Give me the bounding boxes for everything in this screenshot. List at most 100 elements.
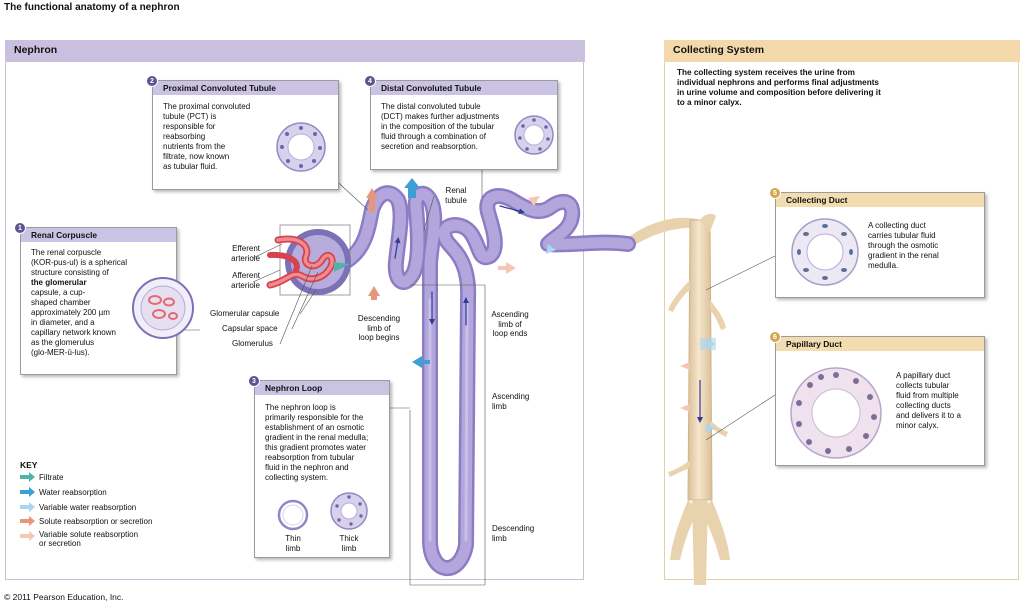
key-label: Filtrate: [39, 472, 64, 482]
renal-corpuscle-box: Renal Corpuscle The renal corpuscle (KOR…: [14, 222, 194, 375]
solute-arrow-icon: [20, 516, 35, 526]
text-line: gradient in the renal: [868, 251, 939, 260]
ascending-limb-ends-label: Ascending limb of loop ends: [486, 310, 534, 339]
thin-limb-label: Thin limb: [277, 534, 309, 553]
papillary-duct-box: Papillary Duct A papillary duct collects…: [769, 331, 985, 466]
nephron-loop-title: Nephron Loop: [255, 381, 389, 395]
collecting-duct-title: Collecting Duct: [776, 193, 984, 207]
key-label: Variable water reabsorption: [39, 502, 137, 512]
text-line: (glo-MER-ū-lus).: [31, 348, 90, 357]
nephron-tubule-shape: [337, 185, 636, 576]
collecting-duct-box: Collecting Duct A collecting duct carrie…: [769, 187, 985, 298]
text-line: The proximal convoluted: [163, 102, 251, 111]
dct-text: The distal convoluted tubule (DCT) makes…: [381, 102, 516, 152]
key-item-variable-water: Variable water reabsorption: [20, 501, 136, 513]
label-line: limb: [285, 543, 301, 553]
text-line: medulla.: [868, 261, 899, 270]
text-line: reabsorbing: [163, 132, 206, 141]
text-line: through the osmotic: [868, 241, 939, 250]
key-item-variable-solute: Variable solute reabsorption or secretio…: [20, 530, 138, 550]
text-line: capsule, a cup-: [31, 288, 86, 297]
label-line: loop ends: [492, 329, 528, 338]
label-line: limb: [341, 543, 357, 553]
label-line: Descending: [357, 314, 401, 323]
text-line: in diameter, and a: [31, 318, 95, 327]
collecting-duct-shape: [625, 213, 730, 585]
capsular-space-label: Capsular space: [222, 324, 278, 333]
text-line: reabsorption from tubular: [265, 453, 355, 462]
text-line: The distal convoluted tubule: [381, 102, 481, 111]
pct-title: Proximal Convoluted Tubule: [153, 81, 338, 95]
collecting-duct-text: A collecting duct carries tubular fluid …: [868, 221, 980, 271]
step-badge-3: 3: [248, 375, 260, 387]
text-line: A collecting duct: [868, 221, 926, 230]
key-label-line: Variable solute reabsorption: [39, 530, 139, 539]
text-line: carries tubular fluid: [868, 231, 936, 240]
thick-limb-ring-icon: [330, 492, 368, 530]
efferent-arteriole-label: Efferent arteriole: [216, 244, 260, 263]
nephron-region-title: Nephron: [5, 40, 585, 62]
step-badge-1: 1: [14, 222, 26, 234]
label-line: limb: [492, 401, 507, 411]
label-line: Thin: [285, 534, 301, 543]
step-badge-6: 6: [769, 331, 781, 343]
text-line: fluid from multiple: [896, 391, 959, 400]
key-label-line: or secretion: [39, 539, 81, 548]
variable-solute-arrow-icon: [20, 531, 35, 541]
water-arrow-icon: [20, 487, 35, 497]
key-title: KEY: [20, 460, 38, 470]
label-line: arteriole: [231, 253, 260, 263]
filtrate-arrow-icon: [20, 472, 35, 482]
text-line: primarily responsible for the: [265, 413, 364, 422]
label-line: Efferent: [232, 244, 260, 253]
label-line: Afferent: [232, 271, 260, 280]
text-line: collecting ducts: [896, 401, 951, 410]
papillary-duct-text: A papillary duct collects tubular fluid …: [896, 371, 984, 431]
page-title: The functional anatomy of a nephron: [4, 2, 180, 13]
text-line: minor calyx.: [896, 421, 939, 430]
thick-limb-label: Thick limb: [331, 534, 367, 553]
step-badge-2: 2: [146, 75, 158, 87]
collecting-system-region: Collecting System The collecting system …: [664, 40, 1020, 580]
label-line: Ascending: [491, 310, 529, 319]
step-badge-4: 4: [364, 75, 376, 87]
key-label: Solute reabsorption or secretion: [39, 516, 153, 526]
text-line: (DCT) makes further adjustments: [381, 112, 500, 121]
text-line: gradient in the renal medulla;: [265, 433, 369, 442]
pct-cell-ring-icon: [276, 122, 326, 172]
dct-box: Distal Convoluted Tubule The distal conv…: [364, 75, 558, 170]
renal-corpuscle-shape: [266, 224, 351, 296]
variable-water-arrow-icon: [20, 502, 35, 512]
nephron-loop-text: The nephron loop is primarily responsibl…: [265, 403, 389, 483]
text-line: secretion and reabsorption.: [381, 142, 478, 151]
renal-corpuscle-title: Renal Corpuscle: [21, 228, 176, 242]
label-line: tubule: [445, 195, 467, 205]
label-line: limb: [492, 533, 507, 543]
text-line: this gradient promotes water: [265, 443, 366, 452]
label-line: limb of: [498, 319, 522, 329]
dct-title: Distal Convoluted Tubule: [371, 81, 557, 95]
text-line: collects tubular: [896, 381, 950, 390]
ascending-limb-label: Ascending limb: [492, 392, 529, 411]
renal-tubule-label: Renal tubule: [438, 186, 474, 205]
text-line: The nephron loop is: [265, 403, 336, 412]
text-line: filtrate, now known: [163, 152, 230, 161]
text-line: approximately 200 µm: [31, 308, 110, 317]
collecting-system-title: Collecting System: [664, 40, 1020, 62]
papillary-duct-cells-icon: [790, 367, 882, 459]
text-line: structure consisting of: [31, 268, 109, 277]
step-badge-5: 5: [769, 187, 781, 199]
glomerular-capsule-label: Glomerular capsule: [210, 309, 280, 318]
label-line: limb of: [367, 323, 391, 333]
key-item-solute: Solute reabsorption or secretion: [20, 515, 152, 527]
corpuscle-micrograph-icon: [132, 277, 194, 339]
transport-arrows: [366, 178, 716, 432]
label-line: Descending: [492, 524, 535, 533]
descending-limb-label: Descending limb: [492, 524, 534, 543]
key-item-water: Water reabsorption: [20, 486, 107, 498]
label-line: loop begins: [358, 333, 400, 342]
text-line: the glomerular: [31, 278, 87, 287]
key-label: Water reabsorption: [39, 487, 107, 497]
collecting-system-description: The collecting system receives the urine…: [677, 68, 881, 107]
